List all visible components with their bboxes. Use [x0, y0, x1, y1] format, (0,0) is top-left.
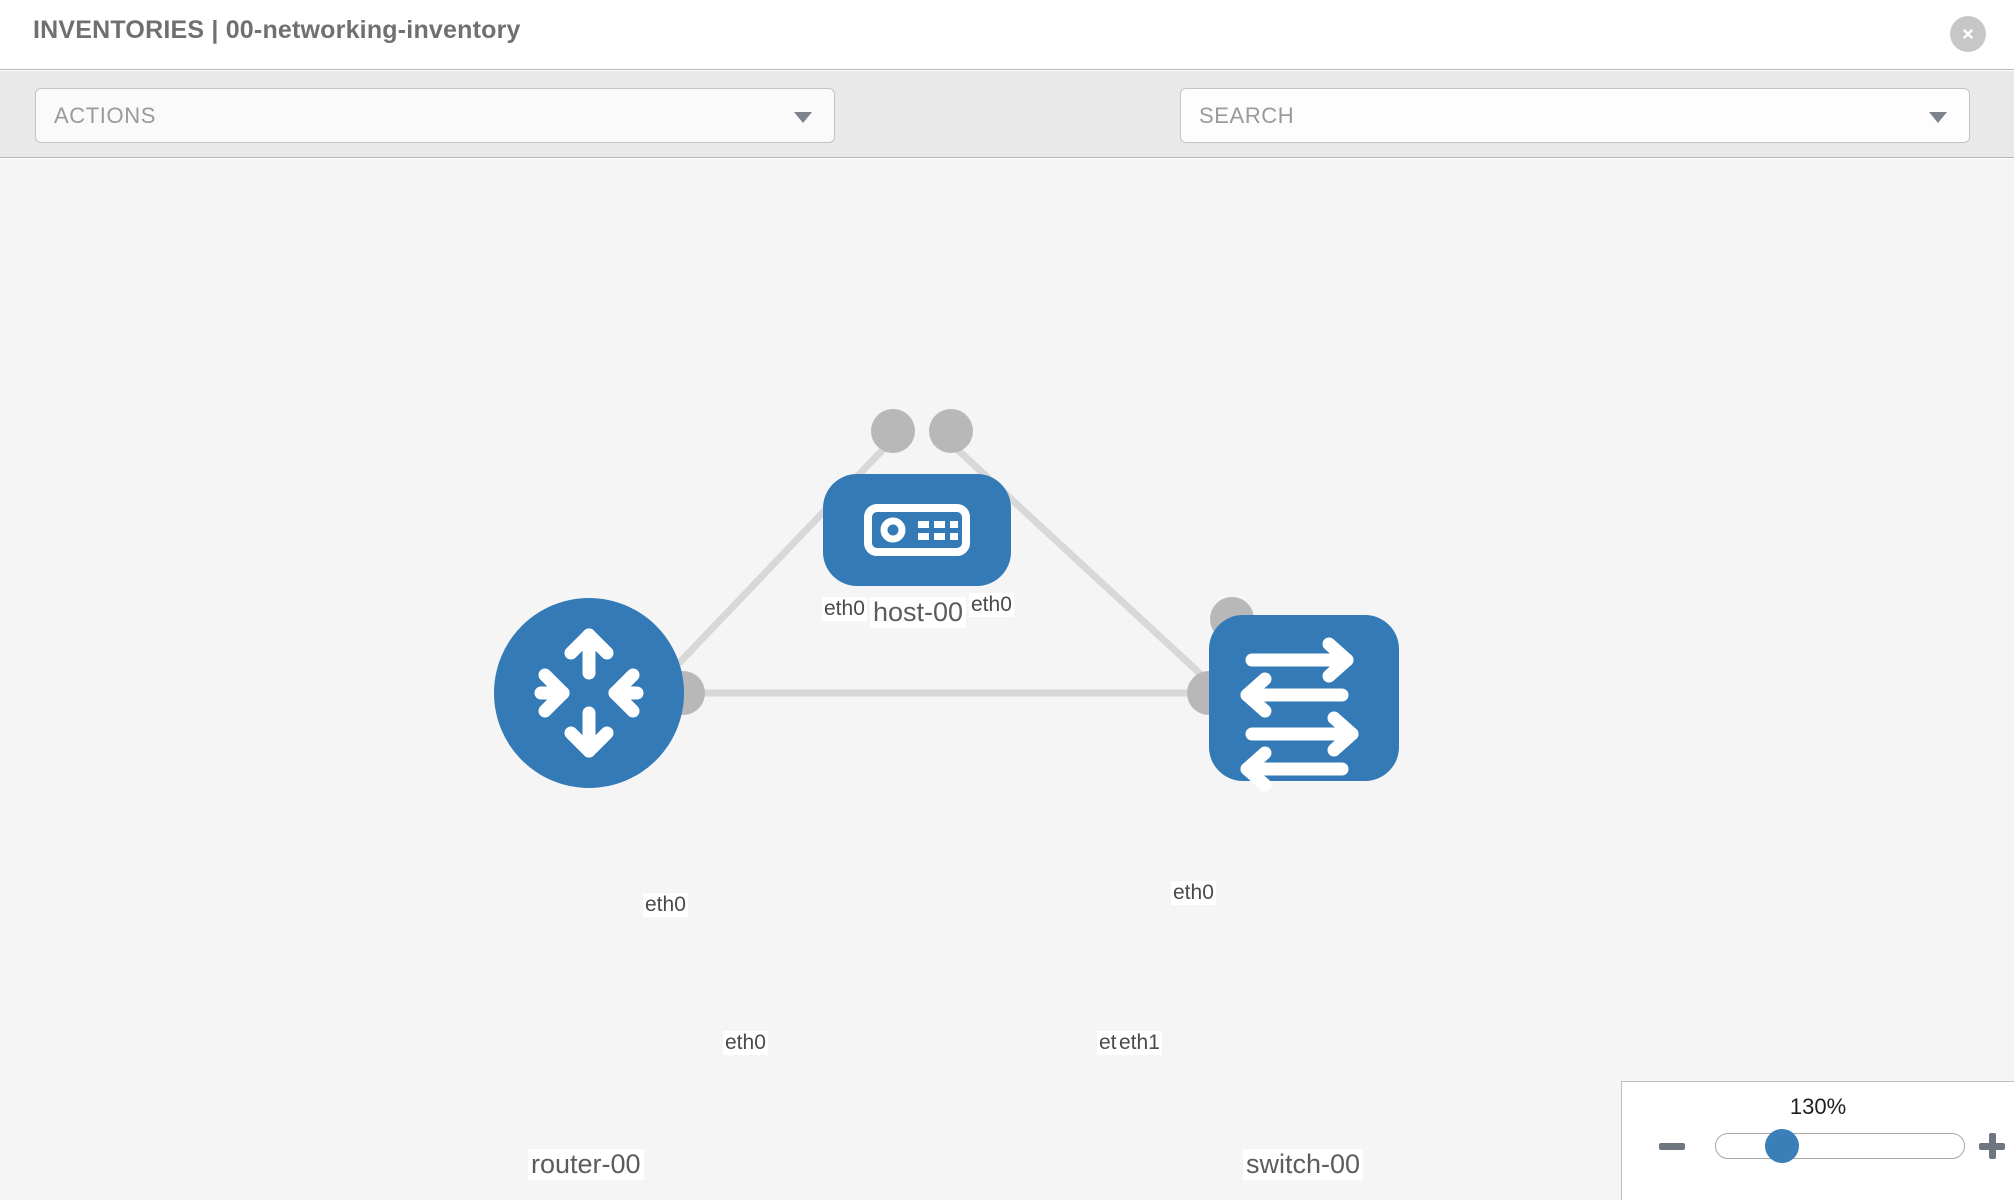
chevron-down-icon	[1929, 112, 1947, 123]
zoom-level-value: 130%	[1789, 1094, 1847, 1119]
interface-label: eth0	[822, 597, 867, 622]
node-label-router-00: router-00	[528, 1149, 644, 1181]
node-router-00[interactable]	[494, 598, 684, 788]
node-switch-00[interactable]	[1209, 615, 1399, 792]
port-host-left	[871, 409, 915, 453]
zoom-slider-track[interactable]	[1715, 1133, 1965, 1159]
interface-label: eth0	[723, 1031, 768, 1056]
zoom-slider-thumb[interactable]	[1765, 1129, 1799, 1163]
server-icon	[864, 504, 970, 556]
topology-canvas[interactable]: eth0 eth0 eth0 eth0 eth0 eth eth1 host-0…	[0, 159, 2014, 1200]
zoom-in-button[interactable]	[1979, 1133, 2005, 1159]
zoom-out-button[interactable]	[1659, 1143, 1685, 1150]
topology-graph	[494, 409, 1399, 792]
search-input[interactable]: SEARCH	[1180, 88, 1970, 143]
switch-arrows-icon	[1240, 637, 1359, 792]
interface-label: eth0	[1171, 881, 1216, 906]
search-placeholder: SEARCH	[1199, 103, 1295, 128]
node-label-switch-00: switch-00	[1243, 1149, 1364, 1181]
interface-label: eth0	[969, 593, 1014, 618]
node-host-00[interactable]	[823, 474, 1011, 586]
close-icon	[1957, 23, 1979, 45]
node-label-host-00: host-00	[870, 597, 967, 629]
toolbar: ACTIONS SEARCH	[0, 71, 2014, 205]
chevron-down-icon	[794, 112, 812, 123]
interface-label: eth0	[643, 893, 688, 918]
router-arrows-icon	[534, 628, 644, 758]
actions-dropdown[interactable]: ACTIONS	[35, 88, 835, 143]
zoom-control-panel: 130%	[1621, 1081, 2014, 1200]
close-button[interactable]	[1950, 16, 1986, 52]
interface-label: eth1	[1117, 1031, 1162, 1056]
port-host-right	[929, 409, 973, 453]
actions-dropdown-label: ACTIONS	[54, 103, 156, 128]
page-header: INVENTORIES | 00-networking-inventory	[0, 0, 2014, 70]
page-title: INVENTORIES | 00-networking-inventory	[33, 16, 521, 44]
